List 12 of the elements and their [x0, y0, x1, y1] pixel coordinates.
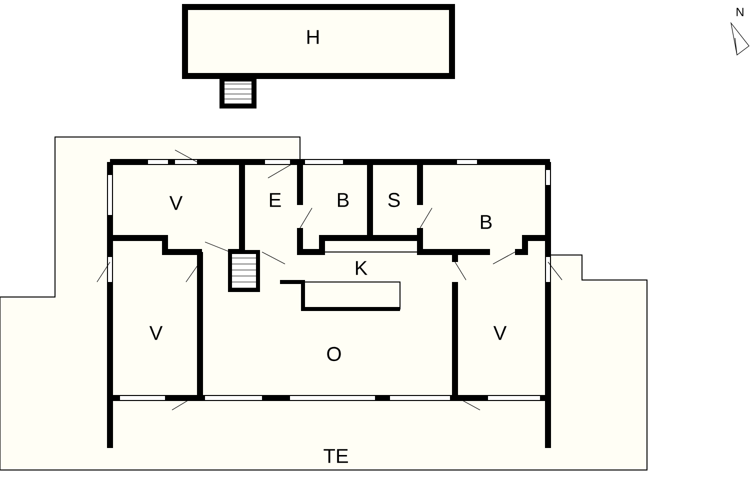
room-label: O: [327, 346, 341, 362]
room-label: H: [307, 30, 319, 44]
room-label: B: [338, 193, 349, 207]
room-label: K: [356, 261, 368, 275]
room-label: E: [270, 193, 281, 207]
room-label: V: [149, 326, 163, 340]
room-label: B: [480, 215, 492, 229]
room-label: V: [169, 196, 183, 210]
compass-letter: N: [736, 8, 744, 16]
room-label: S: [388, 192, 400, 208]
room-label: TE: [324, 449, 348, 463]
room-label: V: [493, 326, 507, 340]
